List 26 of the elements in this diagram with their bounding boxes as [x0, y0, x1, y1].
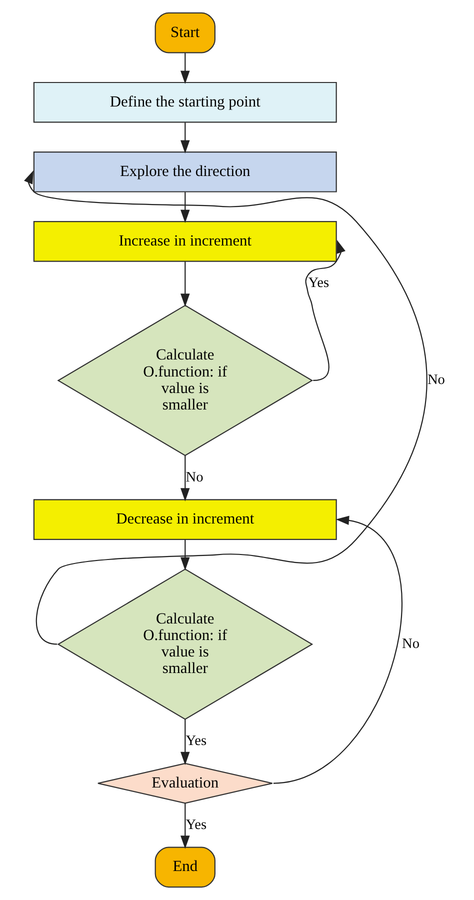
arrow: [305, 240, 346, 382]
arrow: [180, 803, 190, 849]
node-diamond: Calculate O.function: if value is smaller: [57, 304, 314, 456]
arrow: [24, 170, 428, 645]
arrow: [180, 53, 190, 84]
edge-label: No: [402, 636, 420, 652]
edge-label: Yes: [186, 816, 207, 833]
edge-label: Yes: [186, 733, 207, 750]
edge-label: No: [186, 469, 204, 486]
arrow: [180, 192, 190, 224]
arrow: [180, 540, 190, 571]
node-box: Increase in increment: [33, 221, 337, 262]
node-box: Decrease in increment: [33, 499, 337, 540]
node-box: Start: [154, 12, 216, 54]
node-box: End: [154, 846, 216, 888]
arrow: [273, 516, 402, 784]
arrow: [180, 456, 190, 502]
arrow: [180, 122, 190, 154]
edge-label: Yes: [308, 275, 330, 292]
arrow: [180, 262, 190, 307]
node-box: Explore the direction: [33, 151, 337, 192]
node-diamond: Calculate O.function: if value is smaller: [57, 568, 314, 720]
node-box: Define the starting point: [33, 82, 337, 123]
node-diamond: Evaluation: [97, 762, 273, 804]
arrow: [180, 719, 190, 766]
edge-label: No: [427, 372, 445, 388]
